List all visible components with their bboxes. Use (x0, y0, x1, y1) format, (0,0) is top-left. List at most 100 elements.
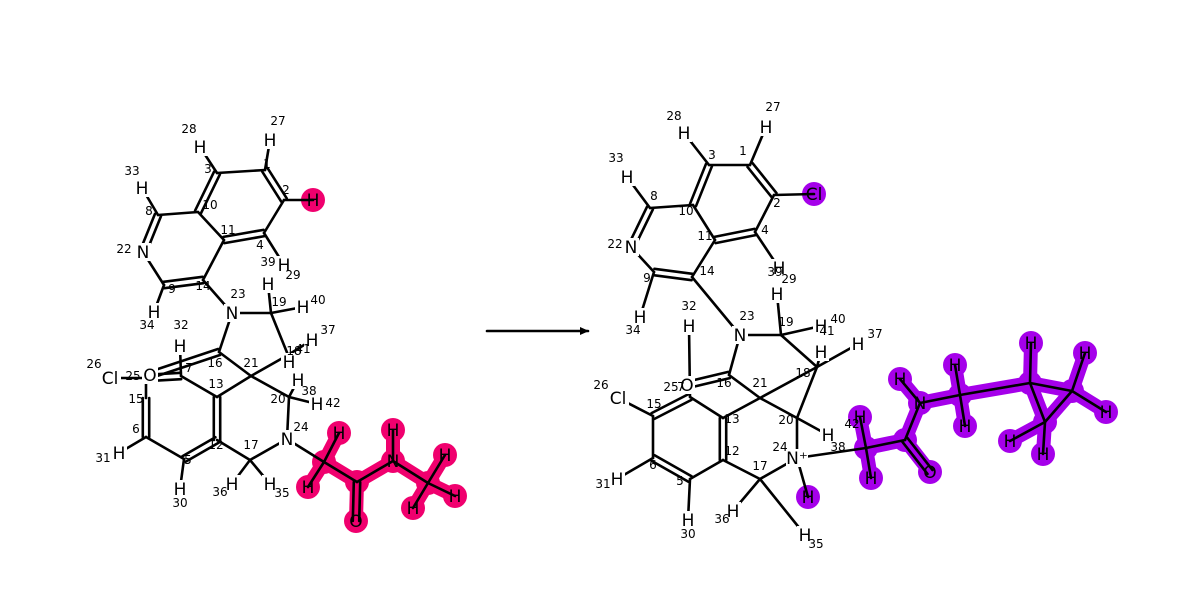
reactant-atom-H53: H (407, 499, 420, 519)
reactant-index-29: 29 (285, 268, 300, 282)
reactant-atom-bg-31 (111, 444, 127, 462)
product-atom-27: H (760, 118, 773, 138)
product-atom-28: H (678, 124, 691, 144)
reactant-atom-42: H (311, 395, 324, 415)
product-atom-O16: O (680, 376, 693, 396)
product-bond-59 (1028, 341, 1033, 385)
product-bond-1-a (746, 165, 773, 199)
product-index-16: 16 (716, 376, 731, 390)
product-index-2: 2 (773, 196, 781, 210)
product-atom-bg-23 (732, 326, 748, 344)
product-bond-3-a (713, 227, 756, 239)
product-bond-5-a (694, 164, 714, 208)
product-bond-42-a (650, 459, 690, 484)
reactant-bond-6 (156, 210, 200, 217)
product-index-35: 35 (808, 537, 823, 551)
reactant-atom-29: H (278, 256, 291, 276)
reactant-atom-H2h: H (307, 191, 320, 211)
reactant-atom-bg-35 (262, 475, 278, 493)
reactant-index-11: 11 (220, 223, 235, 237)
product-bond-27 (758, 365, 819, 400)
product-index-22: 22 (607, 237, 622, 251)
product-bond-20 (727, 373, 762, 400)
product-atom-H74: H (1100, 403, 1113, 423)
reactant-index-22: 22 (116, 242, 131, 256)
reactant-index-14: 14 (195, 279, 210, 293)
reactant-index-1: 1 (263, 157, 271, 171)
reactant-bond-57 (411, 481, 430, 510)
reactant-index-18: 18 (286, 344, 301, 358)
reactant-index-7: 7 (185, 361, 193, 375)
reactant-atom-27: H (264, 131, 277, 151)
reactant-atom-35: H (264, 475, 277, 495)
reactant-bond-9-b (162, 275, 204, 284)
product-atom-22: N (625, 238, 638, 258)
product-bond-61 (1028, 381, 1047, 424)
reactant-atom-bg-33 (134, 179, 150, 197)
reactant-bond-42-a (184, 441, 220, 464)
reactant-atom-22: N (137, 243, 150, 263)
reactant-atom-bg-27 (262, 131, 278, 149)
reactant-index-37: 37 (320, 323, 335, 337)
reactant-bond-2 (262, 198, 286, 235)
product-bond-48 (795, 446, 868, 460)
product-bond-32 (795, 365, 819, 420)
reactant-bond-19 (217, 350, 253, 378)
reactant-atom-33: H (136, 179, 149, 199)
reactant-atom-bg-38 (290, 371, 306, 389)
product-atom-36: H (727, 502, 740, 522)
product-atom-29: H (773, 259, 786, 279)
product-atom-N65: N (914, 394, 927, 414)
reactant-index-39: 39 (260, 255, 275, 269)
product-bond-36 (721, 458, 762, 481)
product-bond-2 (753, 193, 776, 234)
reactant-index-24: 24 (293, 420, 308, 434)
reactant-index-5: 5 (184, 453, 192, 467)
reactant-index-4: 4 (256, 238, 264, 252)
product-atom-bg-40 (813, 317, 829, 335)
reactant-bond-4 (196, 210, 226, 242)
reactant-atom-bg-34 (146, 303, 162, 321)
product-bond-62 (1070, 351, 1087, 393)
reactant-bond-51-a (351, 480, 356, 523)
reactant-atom-H52: H (449, 487, 462, 507)
reactant-index-6: 6 (132, 422, 140, 436)
reactant-atom-26: Cl (102, 369, 119, 389)
reactant-index-21: 21 (243, 356, 258, 370)
product-bond-56 (953, 363, 962, 397)
reactant-atom-bg-41 (281, 353, 297, 371)
product-index-40: 40 (830, 312, 845, 326)
reactant-atom-bg-30 (172, 480, 188, 498)
product-index-23: 23 (739, 309, 754, 323)
product-atom-bg-33 (619, 168, 635, 186)
product-index-25: 25 (663, 380, 678, 394)
product-atom-42: H (822, 426, 835, 446)
product-bond-43 (688, 458, 725, 481)
reactant-bond-35 (215, 438, 252, 462)
reactant-atom-O16: O (143, 366, 156, 386)
product-bond-49 (858, 415, 868, 450)
reactant-atom-bg-24 (279, 430, 295, 448)
product-atom-32: H (683, 317, 696, 337)
reactant-atom-31: H (113, 444, 126, 464)
reactant-index-2: 2 (282, 183, 290, 197)
product-index-15: 15 (646, 397, 661, 411)
reactant-index-19: 19 (271, 295, 286, 309)
reactant-index-28: 28 (181, 122, 196, 136)
product-index-39: 39 (767, 265, 782, 279)
product-atom-H61: H (854, 408, 867, 428)
reactant-bond-54 (391, 459, 430, 485)
product-index-6: 6 (649, 458, 657, 472)
reactant-bond-1-b (266, 166, 289, 200)
reactant-atom-41: H (283, 353, 296, 373)
product-index-33: 33 (608, 151, 623, 165)
product-bond-34 (758, 477, 807, 537)
product-index-42: 42 (844, 417, 859, 431)
product-index-32: 32 (681, 299, 696, 313)
reactant-atom-bg-42 (309, 395, 325, 413)
reactant-atom-bg-26 (99, 369, 121, 387)
reactant-atom-24: N (281, 430, 294, 450)
reactant-bond-5-b (193, 170, 216, 212)
product-bond-9-a (652, 273, 693, 282)
